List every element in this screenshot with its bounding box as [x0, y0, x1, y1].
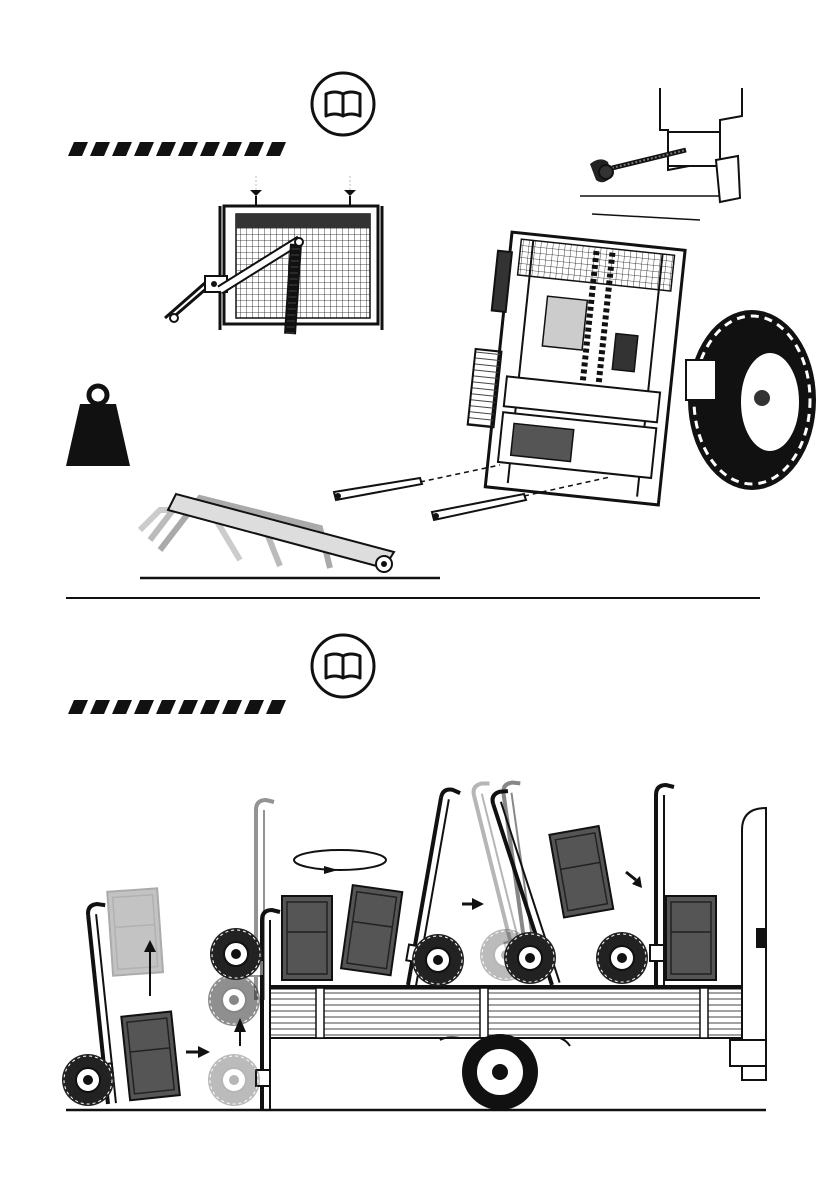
warning-stripe-icon [68, 700, 286, 714]
bottom-panel [62, 635, 766, 1110]
large-wheel [686, 310, 816, 490]
warning-stripe-icon [68, 142, 286, 156]
stair-climber-machine [461, 230, 685, 505]
top-panel [66, 73, 816, 578]
step-final-position [596, 785, 716, 985]
weight-icon [66, 386, 130, 466]
cage-frame [165, 176, 382, 334]
wing-nut-icon [344, 176, 356, 206]
arrow-right-icon [198, 1046, 210, 1058]
arrow-right-icon [472, 898, 484, 910]
manual-book-icon [312, 73, 374, 135]
rotate-arrow-icon [324, 866, 338, 874]
step-raise-to-bed [208, 800, 332, 1110]
manual-book-icon [312, 635, 374, 697]
folding-ramp [140, 494, 440, 578]
threaded-rod-detail [580, 88, 742, 220]
wing-nut-icon [250, 176, 262, 206]
step-lift-from-ground [62, 888, 210, 1106]
